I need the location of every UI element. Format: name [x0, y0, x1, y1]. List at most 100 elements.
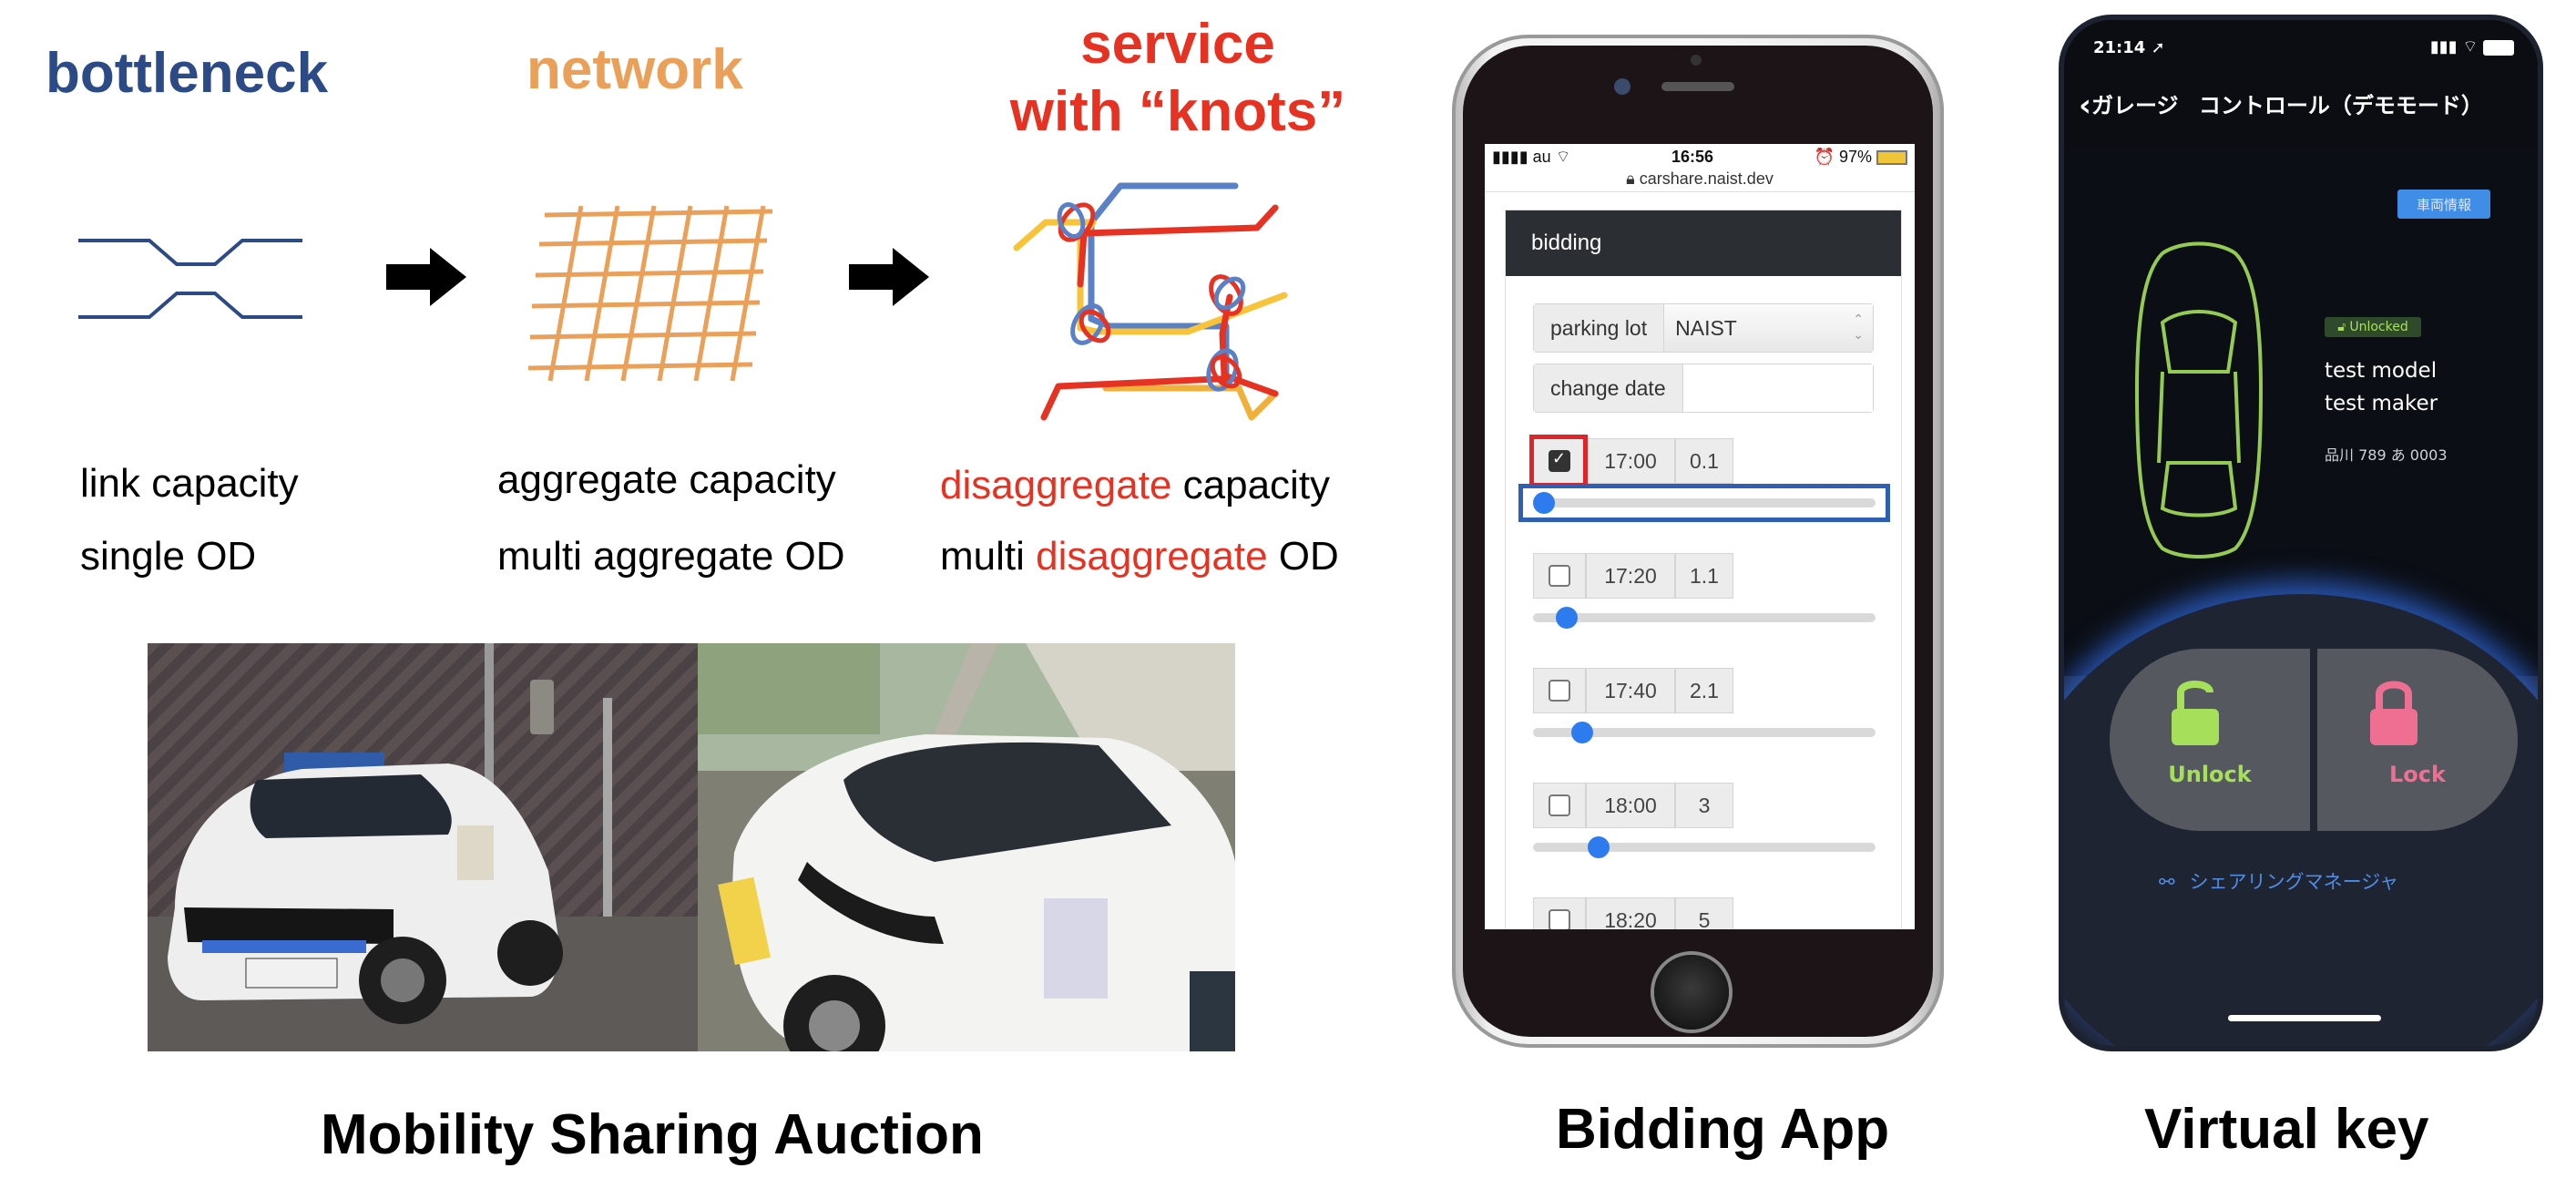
- status-time: 16:56: [1671, 147, 1714, 166]
- bottleneck-title: bottleneck: [46, 42, 329, 105]
- checkbox-box[interactable]: [1549, 794, 1570, 816]
- slot-time: 17:20: [1586, 553, 1675, 599]
- lock-small-icon: 🔒︎: [1626, 169, 1640, 188]
- slot-time: 18:00: [1586, 783, 1675, 828]
- bidding-header: bidding: [1506, 210, 1901, 276]
- lock-state-badge: 🔓︎Unlocked: [2325, 317, 2421, 337]
- bmw-i3-photo: [148, 643, 698, 1051]
- network-grid-diagram: [528, 205, 773, 382]
- checkbox-box[interactable]: [1549, 680, 1570, 702]
- wifi-icon: ⌔: [2462, 37, 2479, 56]
- lock-label: Lock: [2389, 762, 2446, 787]
- signal-icon: ▮▮▮: [2429, 37, 2458, 56]
- price-slider-track[interactable]: [1533, 607, 1876, 629]
- checkbox-highlight-box: [1529, 435, 1588, 487]
- change-date-field[interactable]: change date: [1533, 364, 1874, 413]
- padlock-closed-icon: [2370, 681, 2418, 745]
- slot-price: 5: [1675, 897, 1733, 929]
- nav-title: コントロール（デモモード）: [2198, 93, 2483, 118]
- price-slider-thumb[interactable]: [1588, 836, 1610, 858]
- right-arrow-icon: [849, 248, 929, 306]
- change-date-input[interactable]: [1682, 364, 1873, 412]
- battery-icon: [1876, 149, 1907, 165]
- slot-checkbox[interactable]: [1533, 553, 1586, 599]
- padlock-open-icon: [2172, 681, 2219, 745]
- slot-checkbox[interactable]: [1533, 668, 1586, 713]
- slot-time: 17:40: [1586, 668, 1675, 713]
- status-time: 21:14 ➚: [2093, 38, 2165, 57]
- bottleneck-diagram: [78, 239, 302, 319]
- price-slider-thumb[interactable]: [1533, 492, 1555, 514]
- checkbox-box[interactable]: [1549, 449, 1570, 472]
- service-title-line2: with “knots”: [1009, 80, 1346, 144]
- slot-time: 18:20: [1586, 897, 1675, 929]
- car-maker: test maker: [2325, 392, 2438, 415]
- bidding-phone: ▮▮▮▮ au ⌔ 16:56 ⏰ 97% 🔒︎ carshare.naist.…: [1452, 35, 1944, 1048]
- parking-lot-select[interactable]: parking lot NAIST ⌃⌄: [1533, 303, 1874, 353]
- wifi-icon: ⌔: [1555, 147, 1571, 166]
- chevron-left-icon[interactable]: ‹: [2079, 87, 2092, 124]
- slot-price: 1.1: [1675, 553, 1733, 599]
- address-bar[interactable]: 🔒︎ carshare.naist.dev: [1485, 169, 1915, 192]
- change-date-label: change date: [1534, 364, 1683, 412]
- price-slider-thumb[interactable]: [1556, 607, 1578, 629]
- slot-checkbox[interactable]: [1533, 783, 1586, 828]
- slot-time: 17:00: [1586, 438, 1675, 484]
- price-slider-thumb[interactable]: [1571, 722, 1593, 743]
- slot-price: 3: [1675, 783, 1733, 828]
- bidding-card: bidding parking lot NAIST ⌃⌄ change date…: [1505, 210, 1902, 929]
- vehicle-info-button[interactable]: 車両情報: [2397, 190, 2490, 219]
- car-topview-illustration: [2134, 241, 2264, 559]
- parking-lot-label: parking lot: [1534, 304, 1665, 352]
- price-slider-track[interactable]: [1533, 722, 1876, 743]
- chevron-down-icon: ⌃⌄: [1853, 312, 1864, 342]
- front-camera: [1614, 78, 1630, 95]
- home-indicator[interactable]: [2228, 1015, 2381, 1021]
- earpiece-speaker: [1661, 82, 1734, 91]
- lock-small-icon: 🔓︎: [2337, 320, 2346, 334]
- bidding-app-caption: Bidding App: [1556, 1098, 1890, 1161]
- bidding-screen: ▮▮▮▮ au ⌔ 16:56 ⏰ 97% 🔒︎ carshare.naist.…: [1485, 144, 1915, 929]
- bottleneck-od-label: single OD: [80, 534, 257, 579]
- virtual-key-header-area: [2064, 20, 2538, 148]
- location-icon: ➚: [2151, 38, 2165, 57]
- carrier-label: ▮▮▮▮ au ⌔: [1492, 147, 1571, 166]
- home-button[interactable]: [1654, 955, 1729, 1030]
- car-model: test model: [2325, 359, 2438, 383]
- price-slider-track[interactable]: [1533, 492, 1876, 514]
- price-slider-track[interactable]: [1533, 836, 1876, 858]
- battery-label: ⏰ 97%: [1814, 148, 1907, 167]
- status-icons: ▮▮▮ ⌔: [2430, 36, 2514, 57]
- service-capacity-rest: capacity: [1171, 463, 1331, 507]
- service-capacity-highlight: disaggregate: [940, 463, 1172, 507]
- alarm-icon: ⏰: [1814, 147, 1839, 166]
- virtual-key-caption: Virtual key: [2144, 1098, 2429, 1161]
- manager-icon: ⚯: [2159, 871, 2175, 893]
- lock-button[interactable]: Lock: [2317, 649, 2518, 831]
- checkbox-box[interactable]: [1549, 909, 1570, 929]
- service-knots-diagram: [1013, 182, 1288, 421]
- unlock-button[interactable]: Unlock: [2110, 649, 2310, 831]
- service-od-post: OD: [1267, 534, 1339, 579]
- unlock-label: Unlock: [2168, 762, 2252, 787]
- front-sensor: [1691, 55, 1702, 66]
- parking-lot-value[interactable]: NAIST ⌃⌄: [1664, 304, 1873, 352]
- status-bar: ▮▮▮▮ au ⌔ 16:56 ⏰ 97%: [1485, 144, 1915, 169]
- bottleneck-capacity-label: link capacity: [80, 461, 299, 506]
- service-od-highlight: disaggregate: [1036, 534, 1268, 579]
- slot-price: 0.1: [1675, 438, 1733, 484]
- network-od-label: multi aggregate OD: [497, 534, 845, 579]
- license-plate: 品川 789 あ 0003: [2325, 446, 2448, 464]
- service-title-line1: service: [1080, 13, 1275, 76]
- checkbox-box[interactable]: [1549, 565, 1570, 587]
- slot-price: 2.1: [1675, 668, 1733, 713]
- service-od-label: multi disaggregate OD: [940, 534, 1339, 579]
- mitsubishi-imiev-photo: [698, 643, 1235, 1051]
- back-button[interactable]: ガレージ: [2091, 93, 2179, 118]
- slot-checkbox[interactable]: [1533, 897, 1586, 929]
- slider-highlight-box: [1518, 484, 1890, 522]
- sharing-manager-link[interactable]: ⚯シェアリングマネージャ: [2159, 871, 2399, 893]
- network-capacity-label: aggregate capacity: [497, 457, 836, 502]
